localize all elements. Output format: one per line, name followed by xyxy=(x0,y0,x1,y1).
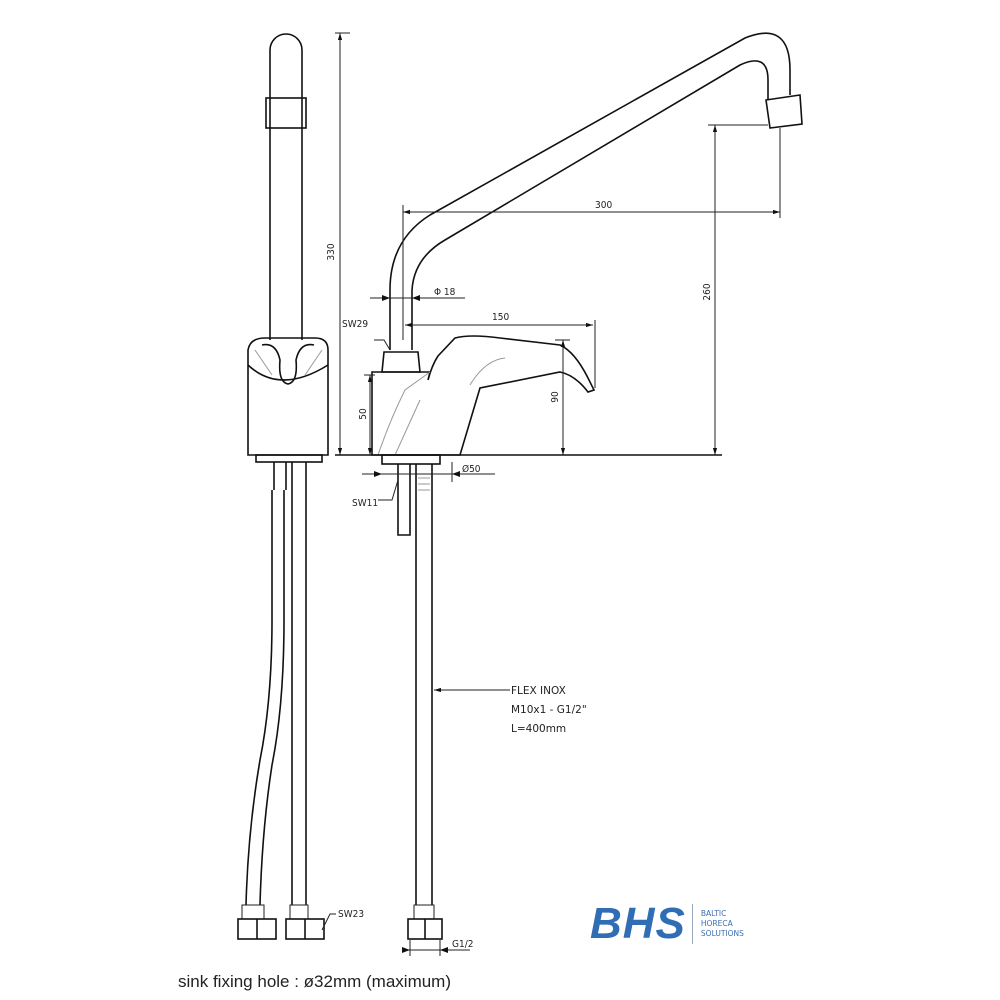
dim-spout-height-label: 260 xyxy=(702,283,713,300)
hose-note-line-2: M10x1 - G1/2" xyxy=(511,704,587,716)
logo-line: SOLUTIONS xyxy=(700,929,744,938)
bhs-logo: BHS BALTIC HORECA SOLUTIONS xyxy=(590,902,744,946)
dim-spout-diameter-label: Φ 18 xyxy=(434,287,456,298)
dim-handle-height-label: 90 xyxy=(550,391,561,403)
front-view: 300 260 Φ 18 150 90 50 Ø50 SW29 SW11 G1/… xyxy=(335,32,803,956)
hose-note-line-3: L=400mm xyxy=(511,723,566,735)
nut-spout-label: SW29 xyxy=(342,319,368,330)
dim-base-diameter-label: Ø50 xyxy=(462,463,481,475)
dim-handle-reach-label: 150 xyxy=(492,312,509,323)
side-body xyxy=(247,337,329,456)
side-spout-ring xyxy=(265,97,307,129)
shank xyxy=(397,464,411,536)
dim-reach-label: 300 xyxy=(595,200,612,211)
side-spout-tube xyxy=(269,33,303,340)
spout-outer xyxy=(389,32,791,350)
nut-hose-label: SW23 xyxy=(338,909,364,920)
logo-text: BALTIC HORECA SOLUTIONS xyxy=(701,909,744,939)
body-and-handle xyxy=(371,335,596,456)
caption: sink fixing hole : ø32mm (maximum) xyxy=(178,972,452,991)
spout-inner xyxy=(411,60,769,350)
logo-line: HORECA xyxy=(700,919,733,928)
spout-nut xyxy=(381,351,421,373)
spout-aerator xyxy=(765,94,803,129)
side-handle xyxy=(261,343,315,385)
logo-divider xyxy=(691,904,693,944)
front-hose xyxy=(415,464,433,905)
side-hose-left xyxy=(245,490,285,906)
side-hose-right xyxy=(291,462,307,905)
side-view: SW23 330 xyxy=(237,32,364,940)
nut-shank-label: SW11 xyxy=(352,498,378,509)
dim-total-height-label: 330 xyxy=(326,243,337,260)
logo-mark: BHS xyxy=(590,899,686,948)
logo-line: BALTIC xyxy=(700,909,727,918)
hose-note-line-1: FLEX INOX xyxy=(511,685,566,697)
dim-body-height-label: 50 xyxy=(358,408,369,420)
dim-hose-thread-label: G1/2 xyxy=(452,939,473,950)
